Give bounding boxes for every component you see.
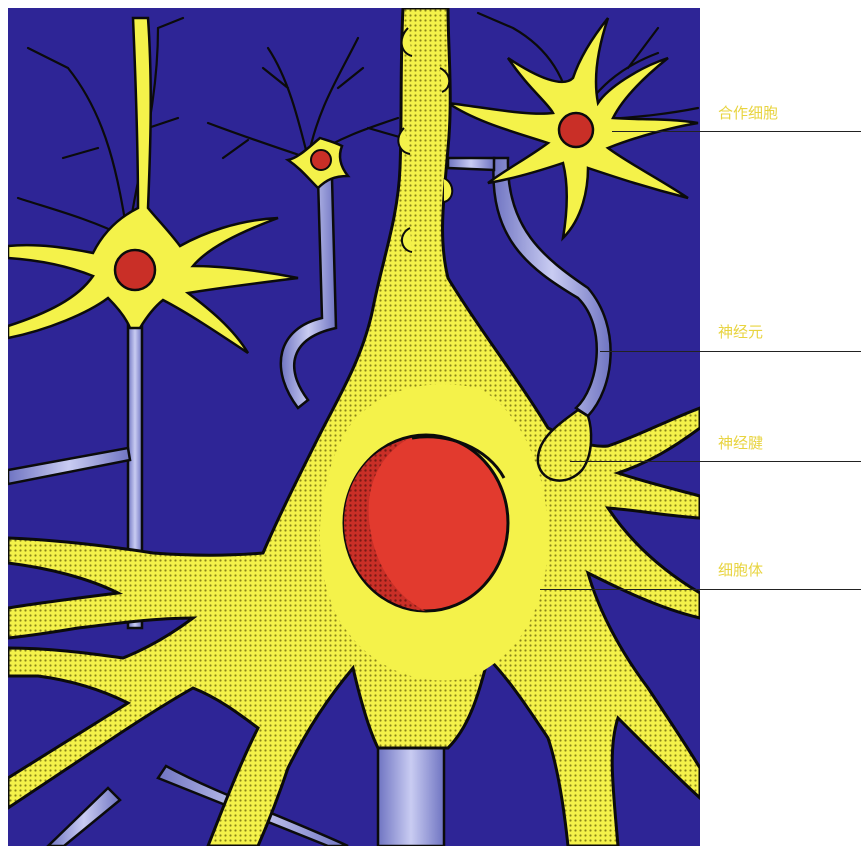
label-synapse: 神经腱 [718,434,763,452]
neuron-left-nucleus [115,250,155,290]
callout-line-nerve-fiber [600,351,861,352]
main-nucleus [344,435,508,611]
label-cell-body: 细胞体 [718,561,763,579]
label-associate-cell: 合作细胞 [718,104,778,122]
label-nerve-fiber: 神经元 [718,323,763,341]
neuron-illustration [8,8,700,846]
callout-line-synapse [570,461,861,462]
callout-line-cell-body [540,589,861,590]
neuron-top-center-nucleus [311,150,331,170]
associate-nucleus-top-right [559,113,593,147]
callout-line-associate-cell [612,131,861,132]
